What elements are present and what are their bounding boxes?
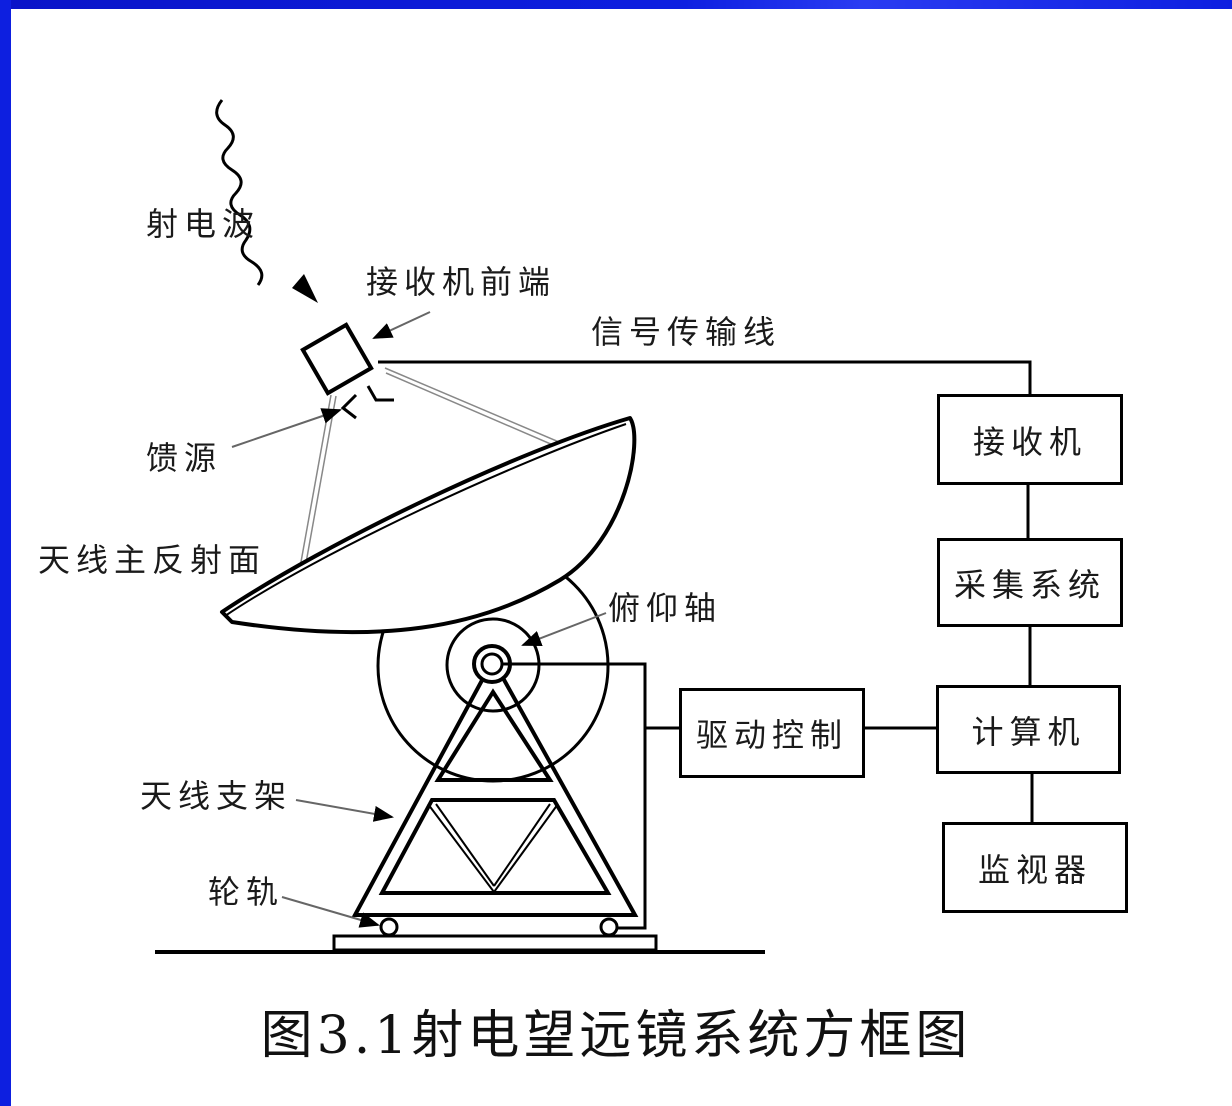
radio-wave-arrowhead bbox=[292, 274, 318, 303]
radio-wave-squiggle bbox=[215, 99, 264, 286]
label-feed: 馈源 bbox=[146, 439, 223, 477]
monitor-block-label: 监视器 bbox=[977, 850, 1092, 889]
drive-cable bbox=[503, 662, 647, 930]
receiver-front-end-box bbox=[300, 322, 374, 396]
label-main-reflector: 天线主反射面 bbox=[38, 541, 267, 579]
receiver-block-label: 接收机 bbox=[972, 422, 1087, 461]
label-antenna-mount: 天线支架 bbox=[140, 777, 293, 815]
feed-pointer bbox=[231, 408, 342, 448]
slide-top-border bbox=[0, 0, 1232, 9]
computer-block: 计算机 bbox=[936, 685, 1121, 774]
wheel-left bbox=[379, 917, 399, 937]
drive-control-block-label: 驱动控制 bbox=[695, 716, 848, 754]
label-radio-wave: 射电波 bbox=[146, 205, 261, 243]
main-reflector bbox=[220, 416, 637, 635]
acquisition-system-block: 采集系统 bbox=[937, 538, 1123, 627]
front-end-pointer bbox=[372, 311, 431, 339]
label-signal-line: 信号传输线 bbox=[591, 313, 782, 351]
feed-horn-right bbox=[366, 385, 394, 402]
figure-caption: 图3.1射电望远镜系统方框图 bbox=[260, 1006, 972, 1066]
label-wheel-rail: 轮轨 bbox=[208, 873, 285, 911]
main-reflector-rim bbox=[224, 423, 627, 617]
wheel-right bbox=[599, 917, 619, 937]
drive-control-block: 驱动控制 bbox=[679, 688, 865, 778]
a-frame-mount bbox=[351, 655, 639, 917]
rail-base bbox=[332, 934, 658, 952]
acquisition-system-block-label: 采集系统 bbox=[953, 565, 1106, 604]
label-receiver-front-end: 接收机前端 bbox=[366, 263, 557, 301]
mount-inner-brace bbox=[427, 803, 559, 893]
signal-transmission-line bbox=[378, 360, 1032, 395]
receiver-block: 接收机 bbox=[937, 394, 1123, 485]
rail-pointer bbox=[281, 896, 380, 928]
feed-horn bbox=[340, 393, 358, 420]
slide-left-border bbox=[0, 0, 11, 1106]
elevation-axis-center bbox=[480, 652, 504, 676]
label-elevation-axis: 俯仰轴 bbox=[608, 589, 723, 627]
monitor-block: 监视器 bbox=[942, 822, 1128, 913]
computer-block-label: 计算机 bbox=[971, 712, 1086, 751]
elevation-axis-pointer bbox=[521, 612, 607, 646]
mount-pointer bbox=[295, 799, 394, 822]
